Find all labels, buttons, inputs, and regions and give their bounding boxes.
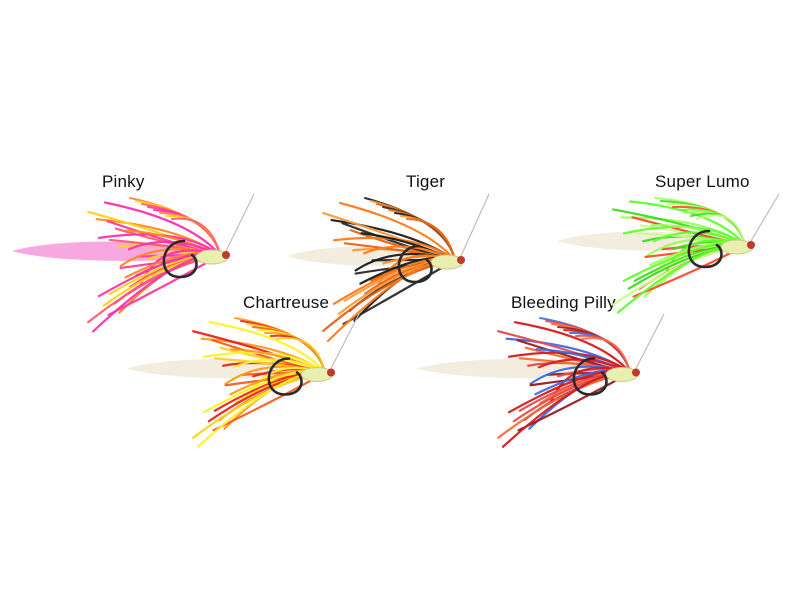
label-tiger: Tiger bbox=[406, 172, 446, 191]
skirt-strand bbox=[276, 337, 326, 374]
skirt-strand bbox=[581, 337, 631, 374]
lure-bead bbox=[747, 241, 755, 249]
lure-chartreuse bbox=[127, 313, 360, 448]
hook-icon bbox=[397, 244, 433, 284]
lure-super-lumo bbox=[557, 193, 780, 314]
skirt-strand bbox=[332, 236, 457, 262]
skirt-strand bbox=[171, 217, 221, 256]
skirt-strand bbox=[406, 218, 456, 261]
lure-bead bbox=[222, 251, 230, 259]
leader-line bbox=[750, 193, 780, 242]
lure-tiger bbox=[287, 193, 490, 343]
lure-bead bbox=[457, 256, 465, 264]
skirt-strand bbox=[208, 321, 327, 374]
lure-pinky bbox=[12, 193, 255, 333]
hook-icon bbox=[267, 357, 303, 396]
skirt-strand bbox=[622, 225, 747, 247]
label-chartreuse: Chartreuse bbox=[243, 293, 330, 312]
skirt-strand bbox=[103, 201, 222, 257]
leader-line bbox=[460, 193, 490, 257]
skirt-strand bbox=[696, 214, 746, 246]
lure-bead bbox=[632, 368, 640, 377]
label-pinky: Pinky bbox=[102, 172, 145, 191]
leader-line bbox=[330, 313, 360, 369]
label-super-lumo: Super Lumo bbox=[655, 172, 750, 191]
label-bleeding-pilly: Bleeding Pilly bbox=[511, 293, 616, 312]
skirt-strand bbox=[513, 321, 632, 374]
skirt-strand bbox=[97, 233, 222, 257]
leader-line bbox=[635, 313, 665, 369]
lure-bead bbox=[327, 368, 335, 377]
leader-line bbox=[225, 193, 255, 252]
lure-bleeding-pilly bbox=[417, 313, 665, 448]
skirt-strand bbox=[202, 351, 327, 374]
hook-icon bbox=[162, 239, 198, 279]
hook-icon bbox=[687, 229, 723, 269]
skirt-strand bbox=[507, 351, 632, 374]
hook-icon bbox=[572, 357, 608, 396]
skirt-strand bbox=[338, 201, 457, 262]
